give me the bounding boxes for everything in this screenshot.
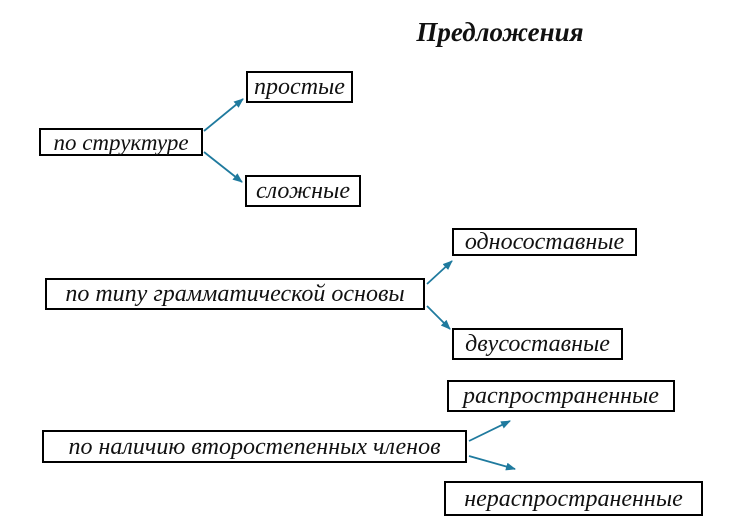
child-label: сложные	[256, 178, 350, 204]
child-box-extended: распространенные	[447, 380, 675, 412]
category-label: по типу грамматической основы	[65, 281, 405, 307]
category-box-by-grammatical-basis: по типу грамматической основы	[45, 278, 425, 310]
child-box-one-part: односоставные	[452, 228, 637, 256]
category-label: по структуре	[53, 129, 189, 155]
child-label: распространенные	[463, 383, 659, 409]
arrow-structure-to-simple	[203, 98, 244, 132]
diagram-title: Предложения	[416, 17, 584, 47]
child-box-simple: простые	[246, 71, 353, 103]
arrow-structure-to-complex	[203, 151, 243, 183]
category-label: по наличию второстепенных членов	[68, 433, 441, 460]
category-box-by-structure: по структуре	[39, 128, 203, 156]
arrow-secondary-to-spread	[468, 420, 511, 442]
child-box-two-part: двусоставные	[452, 328, 623, 360]
child-label: односоставные	[464, 229, 625, 255]
child-box-unextended: нераспространенные	[444, 481, 703, 516]
child-label: простые	[254, 74, 345, 100]
child-label: двусоставные	[465, 331, 610, 357]
child-box-complex: сложные	[245, 175, 361, 207]
child-label: нераспространенные	[464, 485, 683, 512]
category-box-by-secondary-members: по наличию второстепенных членов	[42, 430, 467, 463]
arrow-gram-to-one-part	[426, 260, 453, 285]
arrow-secondary-to-unspread	[468, 455, 516, 471]
arrow-gram-to-two-part	[426, 305, 451, 330]
